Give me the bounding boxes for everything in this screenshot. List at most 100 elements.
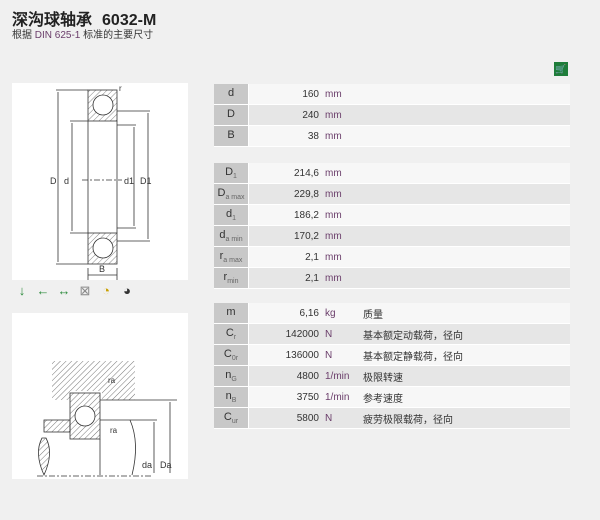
unit: mm (323, 183, 359, 205)
description (359, 163, 570, 184)
description (359, 267, 570, 289)
description: 极限转速 (359, 365, 570, 387)
lubrication-icon: ◕ (123, 283, 131, 298)
symbol: D1 (214, 163, 249, 184)
symbol-subscript: a max (223, 257, 243, 265)
label-r: r (119, 84, 122, 93)
label-d1: d1 (124, 176, 134, 186)
label-ra-top: ra (108, 376, 116, 385)
bidirectional-axial-load-icon: ↔ (57, 283, 71, 298)
symbol-subscript: 1 (232, 215, 237, 223)
description: 基本额定动载荷，径向 (359, 323, 570, 345)
radial-load-icon: ↓ (18, 283, 26, 298)
symbol-main: C (225, 326, 234, 339)
symbol: nB (214, 386, 249, 408)
unit: mm (323, 84, 359, 105)
unit: mm (323, 225, 359, 247)
value: 3750 (248, 386, 323, 408)
unit: mm (323, 163, 359, 184)
symbol-main: D (225, 165, 234, 178)
label-D: D (50, 176, 57, 186)
symbol: Da max (214, 183, 249, 205)
value: 160 (248, 84, 323, 105)
symbol-main: m (226, 305, 236, 318)
bearing-code: 6032-M (102, 12, 157, 29)
symbol-subscript: min (227, 278, 239, 286)
unit: kg (323, 303, 359, 324)
symbol: m (214, 303, 249, 324)
symbol: Cur (214, 407, 249, 429)
title-text: 深沟球轴承 (12, 12, 93, 29)
symbol-main: C (223, 347, 232, 360)
label-da: da (142, 460, 152, 470)
value: 2,1 (248, 246, 323, 268)
symbol-main: r (223, 270, 228, 283)
symbol: rmin (214, 267, 249, 289)
unit: mm (323, 204, 359, 226)
unit: N (323, 344, 359, 366)
value: 136000 (248, 344, 323, 366)
symbol: nG (214, 365, 249, 387)
description (359, 125, 570, 147)
symbol: D (214, 104, 249, 126)
description (359, 84, 570, 105)
label-D1: D1 (140, 176, 152, 186)
symbol: d (214, 84, 249, 105)
label-d: d (64, 176, 69, 186)
description: 疲劳极限载荷，径向 (359, 407, 570, 429)
misalignment-icon: ⊠ (79, 283, 91, 298)
description (359, 204, 570, 226)
unit: mm (323, 104, 359, 126)
symbol-main: n (225, 389, 232, 402)
unit: mm (323, 246, 359, 268)
symbol-subscript: 0r (231, 355, 239, 363)
label-B: B (99, 264, 105, 274)
description (359, 183, 570, 205)
value: 229,8 (248, 183, 323, 205)
unit: 1/min (323, 365, 359, 387)
subtitle-pre: 根据 (12, 30, 32, 41)
symbol-main: r (219, 249, 224, 262)
value: 186,2 (248, 204, 323, 226)
symbol-subscript: a max (225, 194, 245, 202)
label-ra-bottom: ra (110, 426, 118, 435)
value: 6,16 (248, 303, 323, 324)
unit: N (323, 323, 359, 345)
page-title: 深沟球轴承 6032-M (12, 6, 156, 30)
symbol: Cr (214, 323, 249, 345)
symbol-subscript: ur (231, 418, 239, 426)
cart-icon[interactable]: 🛒 (554, 62, 568, 76)
value: 142000 (248, 323, 323, 345)
speed-icon: ◔ (102, 283, 110, 298)
symbol-main: D (227, 107, 235, 120)
symbol: d1 (214, 204, 249, 226)
standard-link[interactable]: DIN 625-1 (34, 30, 81, 41)
unit: mm (323, 125, 359, 147)
description (359, 104, 570, 126)
symbol-main: C (223, 410, 232, 423)
unit: mm (323, 267, 359, 289)
subtitle: 根据 DIN 625-1 标准的主要尺寸 (12, 26, 153, 41)
symbol-subscript: B (231, 397, 237, 405)
symbol-main: d (227, 86, 235, 99)
symbol: C0r (214, 344, 249, 366)
symbol-subscript: a min (225, 236, 243, 244)
bearing-dimension-drawing: D d d1 D1 B r (12, 83, 188, 280)
symbol-main: B (227, 128, 235, 141)
symbol-main: d (219, 228, 226, 241)
